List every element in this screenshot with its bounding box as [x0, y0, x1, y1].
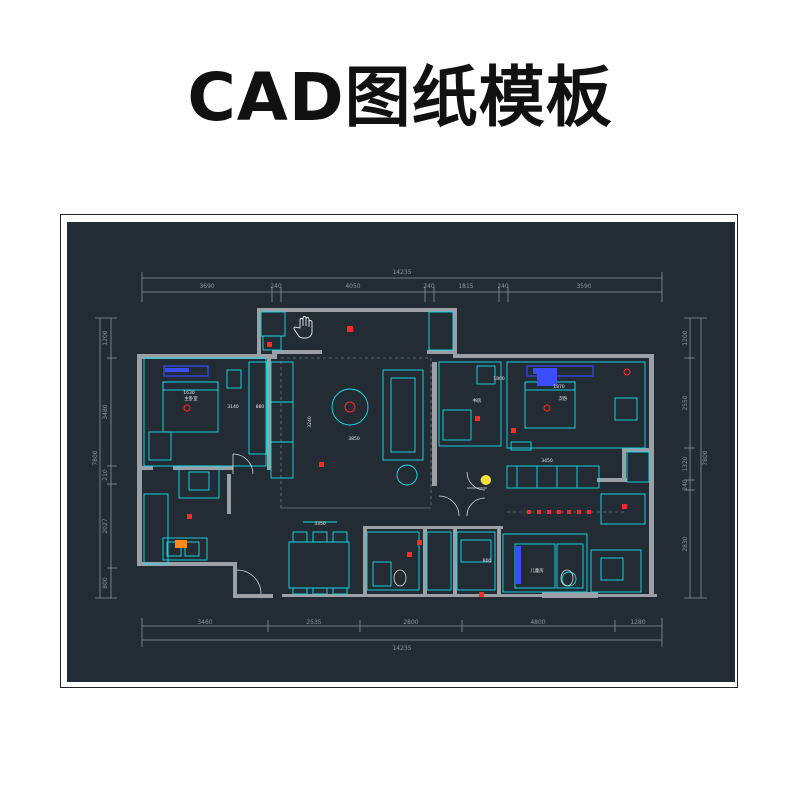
dim-left-total: 7800 [92, 450, 99, 465]
page-title: CAD图纸模板 [187, 59, 613, 136]
room-dim-bed1-x: 3140 [227, 404, 239, 410]
dim-right-total: 7800 [702, 450, 709, 465]
room-dim-bed1-h: 880 [256, 404, 265, 410]
door-arcs [232, 453, 574, 595]
room-dimension-texts: 1630 3140 880 3850 3240 3350 1870 3450 1… [183, 376, 565, 564]
room-dim-dining-w: 3350 [314, 521, 326, 527]
room-label-study: 书房 [473, 397, 482, 404]
blue-lines [163, 365, 594, 377]
dim-top-1: 3690 [199, 283, 214, 290]
dim-left-2: 3480 [102, 404, 109, 419]
dim-bottom-4: 4800 [530, 619, 545, 626]
dim-bottom-3: 2800 [403, 619, 418, 626]
room-dim-bed2-x: 3450 [541, 458, 553, 464]
dim-left-3: 210 [102, 469, 109, 481]
dim-bottom-total: 14235 [392, 645, 411, 652]
dim-right-2: 2550 [682, 395, 689, 410]
red-markers [187, 326, 627, 597]
dim-left-1: 1200 [102, 330, 109, 345]
dim-top-4: 240 [423, 283, 435, 290]
dim-top-7: 3590 [576, 283, 591, 290]
dimension-texts: 14235 3690 240 4050 240 1815 240 3590 34… [92, 269, 709, 652]
dim-bottom-1: 3460 [197, 619, 212, 626]
dim-right-4: 240 [682, 479, 689, 491]
room-dim-bed1-w: 1630 [183, 390, 195, 396]
dimension-lines [95, 272, 707, 647]
dim-right-1: 1200 [682, 330, 689, 345]
cad-floor-plan: 14235 3690 240 4050 240 1815 240 3590 34… [67, 222, 735, 682]
hand-cursor-icon [293, 316, 313, 339]
room-dim-bath-w: 1800 [493, 376, 505, 382]
dim-top-2: 240 [270, 283, 282, 290]
room-dim-bed2-w: 1870 [553, 384, 565, 390]
yellow-fixture [175, 475, 491, 548]
room-dim-living-w: 3850 [348, 436, 360, 442]
dim-top-6: 240 [497, 283, 509, 290]
dim-top-5: 1815 [458, 283, 473, 290]
dim-bottom-5: 1280 [630, 619, 645, 626]
dim-top-3: 4050 [345, 283, 360, 290]
room-dim-bath-h: 800 [483, 558, 492, 564]
walls [137, 308, 657, 598]
room-label-bed2: 次卧 [559, 395, 568, 402]
dim-right-3: 1320 [682, 456, 689, 471]
dim-left-4: 2027 [102, 518, 109, 533]
dim-right-5: 2830 [682, 536, 689, 551]
room-dim-living-h: 3240 [307, 416, 313, 428]
room-name-texts: 主卧室 次卧 书房 儿童房 [184, 395, 568, 574]
furniture-cyan [143, 311, 650, 595]
dim-top-total: 14235 [392, 269, 411, 276]
room-label-kid: 儿童房 [530, 567, 544, 574]
dim-bottom-2: 2535 [306, 619, 321, 626]
room-label-bed1: 主卧室 [184, 395, 198, 402]
dim-left-5: 800 [102, 577, 109, 589]
red-round [183, 368, 631, 413]
blue-accents [165, 368, 557, 584]
